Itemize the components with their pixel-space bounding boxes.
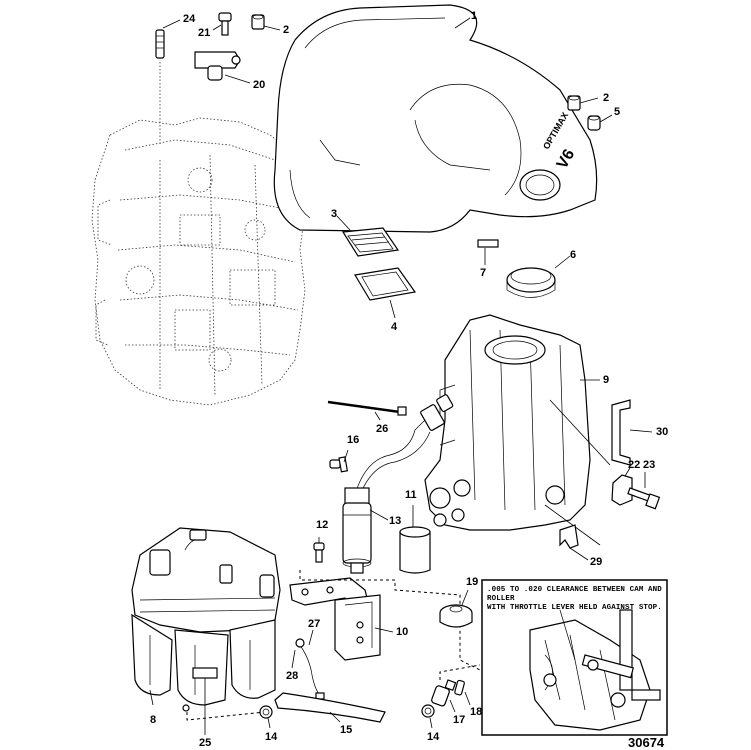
callout-11: 11 <box>405 489 417 501</box>
callout-29: 29 <box>590 556 603 568</box>
callout-14-left: 14 <box>265 731 278 743</box>
part-2-nut-top <box>251 14 265 30</box>
callout-20: 20 <box>253 79 266 91</box>
part-10-pump-bracket <box>289 577 381 661</box>
callout-15: 15 <box>340 724 353 736</box>
part-16-screw <box>329 456 349 473</box>
part-14-clamp-right <box>421 704 435 718</box>
callout-9: 9 <box>603 374 610 386</box>
part-20-fitting <box>194 51 241 81</box>
callout-27: 27 <box>308 618 321 630</box>
callout-30: 30 <box>656 426 669 438</box>
callout-16: 16 <box>347 434 360 446</box>
part-25-label-decal <box>192 667 218 679</box>
part-1-flywheel-cover: OPTIMAX V6 <box>273 4 598 233</box>
part-21-screw <box>218 12 232 36</box>
callout-14-right: 14 <box>427 731 440 743</box>
engine-block-outline <box>91 117 306 406</box>
part-26-tie-strap <box>327 400 407 416</box>
callout-18: 18 <box>470 706 483 718</box>
part-24-stud <box>155 29 165 59</box>
callout-26: 26 <box>376 423 389 435</box>
clearance-note-line1: .005 TO .020 CLEARANCE BETWEEN CAM AND R… <box>487 586 662 603</box>
callout-2-right: 2 <box>603 92 610 104</box>
part-6-ring <box>506 267 556 298</box>
part-23-bolt <box>627 487 661 510</box>
inset-detail-box <box>481 579 668 736</box>
callout-8: 8 <box>150 714 157 726</box>
callout-5: 5 <box>614 106 621 118</box>
part-2-nut-right <box>567 95 581 111</box>
fuel-routing-dashes <box>186 570 481 721</box>
callout-17: 17 <box>453 714 466 726</box>
clearance-note: .005 TO .020 CLEARANCE BETWEEN CAM AND R… <box>487 586 667 613</box>
part-17-fitting <box>431 679 457 707</box>
callout-1: 1 <box>471 10 478 22</box>
clearance-note-line2: WITH THROTTLE LEVER HELD AGAINST STOP. <box>487 604 662 612</box>
part-14-clamp-left <box>259 705 273 719</box>
part-30-bracket <box>611 399 631 466</box>
callout-13: 13 <box>389 515 402 527</box>
callout-6: 6 <box>570 249 577 261</box>
part-12-screw <box>313 542 325 563</box>
callout-24: 24 <box>183 13 196 25</box>
part-4-gasket <box>354 267 417 301</box>
figure-number: 30674 <box>628 735 665 750</box>
callout-3: 3 <box>331 208 338 220</box>
part-15-hose <box>274 692 386 723</box>
part-22-clamp <box>611 474 633 506</box>
callout-25: 25 <box>199 737 212 749</box>
part-19-grommet <box>439 604 473 628</box>
callout-10: 10 <box>396 626 409 638</box>
part-8-vapor-separator <box>131 527 281 712</box>
part-11-sleeve <box>399 526 431 574</box>
part-9-intake-manifold <box>424 314 591 531</box>
part-13-fuel-pump <box>342 394 454 574</box>
callout-12: 12 <box>316 519 329 531</box>
callout-4: 4 <box>391 321 398 333</box>
callout-22: 22 <box>628 459 641 471</box>
part-3-air-filter <box>341 227 400 257</box>
callout-21: 21 <box>198 27 211 39</box>
callout-28: 28 <box>286 670 299 682</box>
part-7-clip <box>477 239 499 248</box>
part-18-nipple <box>454 679 465 696</box>
callout-19: 19 <box>466 576 479 588</box>
callout-2-top: 2 <box>283 24 290 36</box>
callout-23: 23 <box>643 459 656 471</box>
part-5-grommet <box>587 115 601 131</box>
part-27-ground-wire <box>295 638 325 700</box>
part-29-clamp <box>559 524 579 549</box>
callout-7: 7 <box>480 267 487 279</box>
